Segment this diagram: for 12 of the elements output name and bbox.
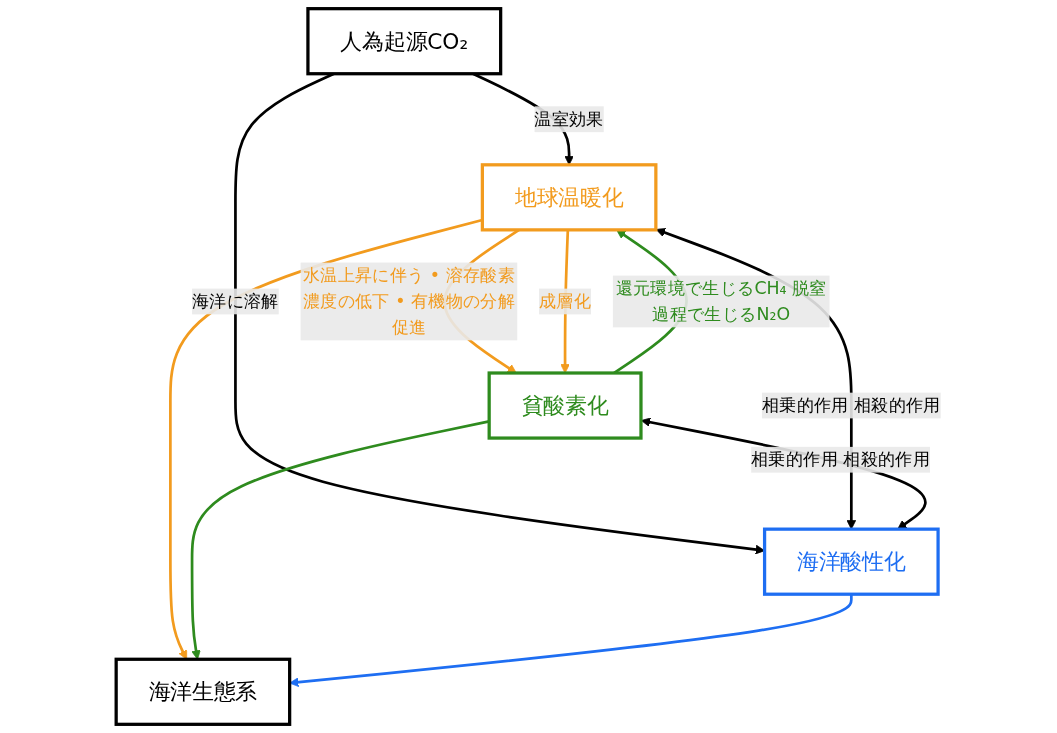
node-box: 貧酸素化 (487, 371, 643, 440)
edge-label: 相乗的作用 相殺的作用 (751, 448, 931, 470)
edge-label: 相乗的作用 相殺的作用 (761, 394, 941, 416)
node-box: 地球温暖化 (480, 163, 658, 232)
edge-label: 還元環境で生じるCH₄ 脱窒過程で生じるN₂O (615, 277, 827, 325)
edge-label: 水温上昇に伴う • 溶存酸素濃度の低下 • 有機物の分解促進 (302, 264, 515, 338)
edge-label: 温室効果 (534, 108, 604, 130)
edge-label: 海洋に溶解 (192, 290, 279, 312)
edge-label: 成層化 (539, 290, 592, 312)
node-box: 人為起源CO₂ (306, 7, 503, 76)
node-box: 海洋生態系 (114, 657, 292, 726)
node-box: 海洋酸性化 (762, 527, 940, 596)
